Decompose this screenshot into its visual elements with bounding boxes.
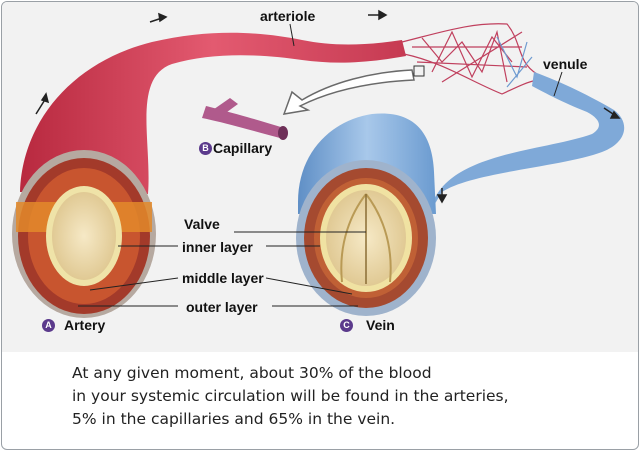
- artery-cross-section: [12, 150, 156, 318]
- direction-arrows: [35, 9, 621, 204]
- badge-vein: C: [340, 319, 353, 332]
- zoom-box: [413, 65, 425, 77]
- caption-line-1: At any given moment, about 30% of the bl…: [72, 364, 432, 382]
- leader-lines: [78, 23, 563, 307]
- capillary-network-blue: [496, 36, 533, 88]
- label-venule: venule: [543, 56, 588, 72]
- caption: At any given moment, about 30% of the bl…: [72, 362, 632, 431]
- label-valve: Valve: [184, 216, 220, 232]
- label-artery: Artery: [64, 317, 106, 333]
- blood-vessel-diagram: [12, 9, 625, 318]
- caption-line-2: in your systemic circulation will be fou…: [72, 387, 509, 405]
- venule-tube: [430, 72, 625, 212]
- badge-artery: A: [42, 319, 55, 332]
- label-capillary: Capillary: [213, 140, 273, 156]
- artery-tube: [20, 32, 406, 194]
- label-inner-layer: inner layer: [182, 239, 253, 255]
- capillary-network: [401, 23, 538, 95]
- vein-cross-section: [296, 160, 436, 316]
- caption-line-3: 5% in the capillaries and 65% in the vei…: [72, 410, 396, 428]
- capillary-segment: [202, 98, 288, 140]
- diagram-panel: arteriole venule B Capillary Valve inner…: [2, 2, 638, 352]
- badge-capillary: B: [199, 142, 212, 155]
- label-middle-layer: middle layer: [182, 270, 264, 286]
- label-arteriole: arteriole: [260, 8, 316, 24]
- label-outer-layer: outer layer: [186, 299, 258, 315]
- label-vein: Vein: [366, 317, 395, 333]
- flow-arrow: [282, 69, 415, 115]
